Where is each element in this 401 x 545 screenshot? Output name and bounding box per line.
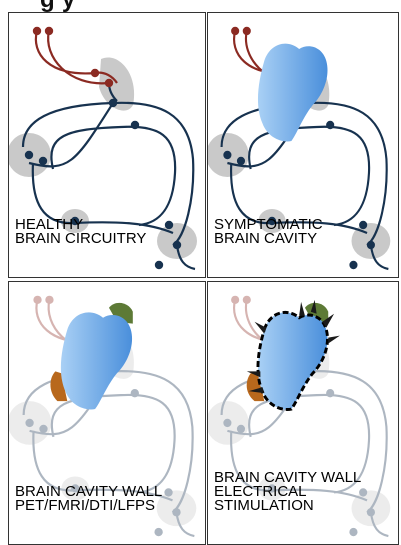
neuron-node [33, 27, 41, 35]
neuron-node [109, 99, 117, 107]
neuron-node [39, 425, 47, 433]
neuron-node [243, 27, 251, 35]
neuron-node [45, 296, 53, 304]
neuron-node [237, 425, 245, 433]
neuron-node [165, 221, 173, 229]
neuron-node [367, 241, 375, 249]
neuron-node [349, 261, 357, 269]
neuron-node [33, 296, 41, 304]
neuron-node [223, 419, 231, 427]
neuron-node [231, 27, 239, 35]
neuron-node [359, 221, 367, 229]
neuron-node [237, 157, 245, 165]
neuron-node [326, 389, 334, 397]
neuron-node [155, 261, 163, 269]
neuron-node [39, 157, 47, 165]
neuron-node [25, 151, 33, 159]
neuron-node [172, 508, 180, 516]
neuron-node [25, 419, 33, 427]
neuron-node [131, 121, 139, 129]
neuron-node [173, 241, 181, 249]
neuron-node [105, 79, 113, 87]
axon-path [36, 31, 95, 73]
neuron-node [326, 121, 334, 129]
neuron-node [367, 508, 375, 516]
neuron-node [231, 296, 239, 304]
neuron-node [45, 27, 53, 35]
neuron-node [91, 69, 99, 77]
neuron-node [164, 488, 172, 496]
neuron-node [223, 151, 231, 159]
neuron-node [243, 296, 251, 304]
neuron-node [131, 389, 139, 397]
